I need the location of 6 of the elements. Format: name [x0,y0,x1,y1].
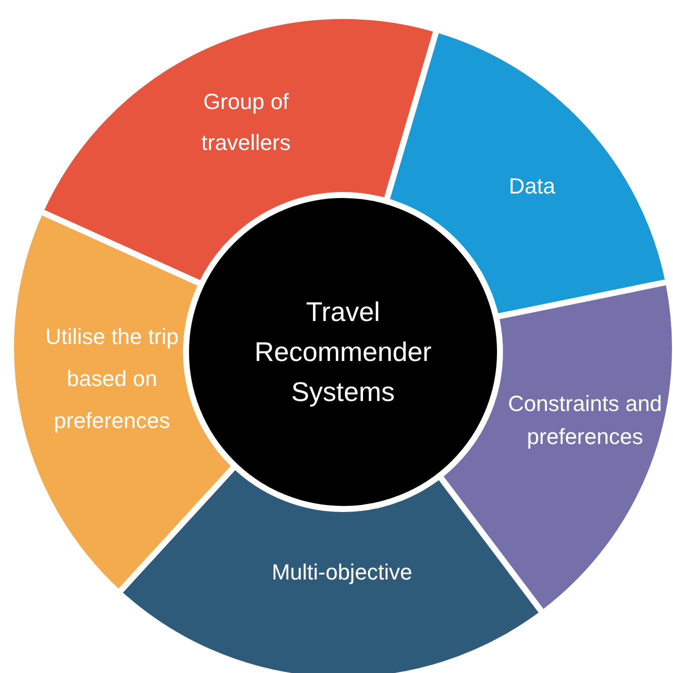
segment-label: Multi-objective [270,558,414,586]
segment-label: Constraints and preferences [506,390,664,451]
center-title: Travel Recommender Systems [253,296,433,409]
segment-label: Data [508,172,556,200]
segment-label: Utilise the trip based on preferences [44,323,180,435]
segment-label: Group of travellers [200,88,292,157]
